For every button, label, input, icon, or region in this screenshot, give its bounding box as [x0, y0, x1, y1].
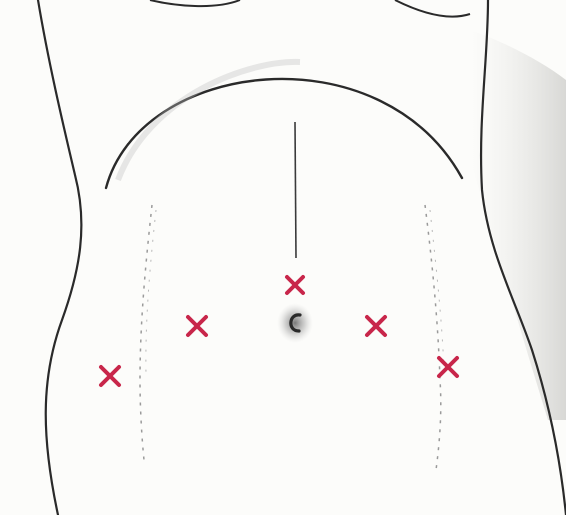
navel-shading: [277, 303, 313, 343]
linea-alba: [295, 122, 296, 258]
